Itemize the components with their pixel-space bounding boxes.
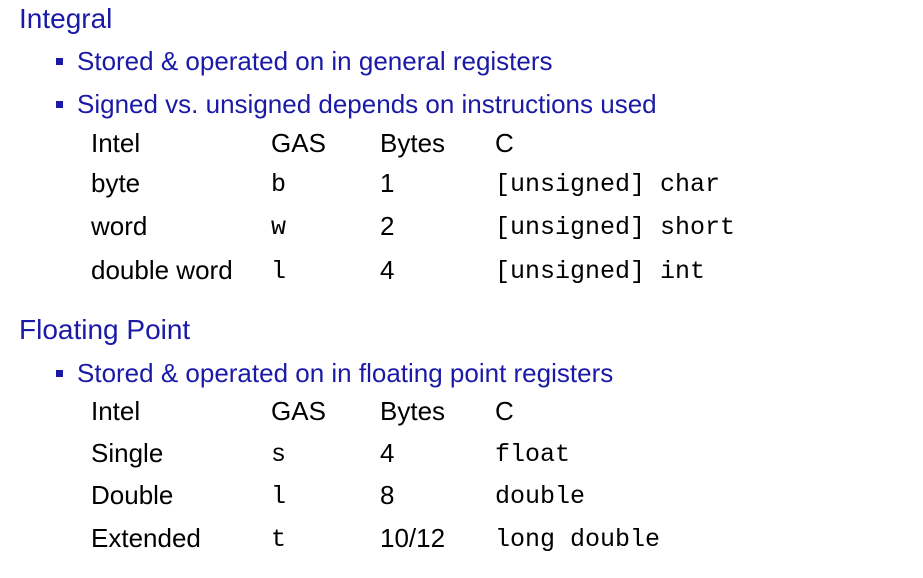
table-cell-c: [unsigned] short: [495, 213, 736, 242]
table-cell-c: float: [495, 440, 571, 469]
table-cell-gas: b: [271, 170, 287, 199]
table-cell-intel: double word: [91, 255, 233, 285]
bullet-text: Signed vs. unsigned depends on instructi…: [77, 89, 657, 119]
table-cell-bytes: 4: [380, 438, 395, 468]
bullet-floating-1: Stored & operated on in floating point r…: [56, 357, 613, 389]
section-title-integral: Integral: [19, 3, 113, 34]
table-header-c: C: [495, 128, 514, 158]
table-header-gas: GAS: [271, 128, 326, 158]
table-cell-c: long double: [495, 525, 661, 554]
table-cell-bytes: 4: [380, 255, 395, 285]
table-cell-c: [unsigned] char: [495, 170, 721, 199]
table-cell-intel: Double: [91, 480, 174, 510]
table-cell-bytes: 8: [380, 480, 395, 510]
table-header-intel: Intel: [91, 128, 141, 158]
table-cell-gas: w: [271, 213, 287, 242]
bullet-text: Stored & operated on in floating point r…: [77, 358, 614, 388]
table-cell-bytes: 2: [380, 211, 395, 241]
table-cell-bytes: 10/12: [380, 523, 446, 553]
table-header-intel: Intel: [91, 396, 141, 426]
table-cell-intel: byte: [91, 168, 141, 198]
bullet-integral-1: Stored & operated on in general register…: [56, 45, 553, 77]
table-cell-bytes: 1: [380, 168, 395, 198]
table-cell-intel: Extended: [91, 523, 201, 553]
table-cell-gas: l: [271, 482, 287, 511]
table-header-bytes: Bytes: [380, 128, 446, 158]
table-cell-c: double: [495, 482, 586, 511]
section-title-floating-point: Floating Point: [19, 314, 191, 345]
table-cell-intel: word: [91, 211, 148, 241]
square-bullet-icon: [56, 369, 63, 377]
bullet-integral-2: Signed vs. unsigned depends on instructi…: [56, 88, 657, 120]
table-cell-gas: l: [271, 257, 287, 286]
table-cell-gas: t: [271, 525, 287, 554]
square-bullet-icon: [56, 100, 63, 108]
table-cell-c: [unsigned] int: [495, 257, 706, 286]
table-header-bytes: Bytes: [380, 396, 446, 426]
table-header-gas: GAS: [271, 396, 326, 426]
table-cell-intel: Single: [91, 438, 164, 468]
table-cell-gas: s: [271, 440, 287, 469]
square-bullet-icon: [56, 57, 63, 65]
table-header-c: C: [495, 396, 514, 426]
bullet-text: Stored & operated on in general register…: [77, 46, 553, 76]
